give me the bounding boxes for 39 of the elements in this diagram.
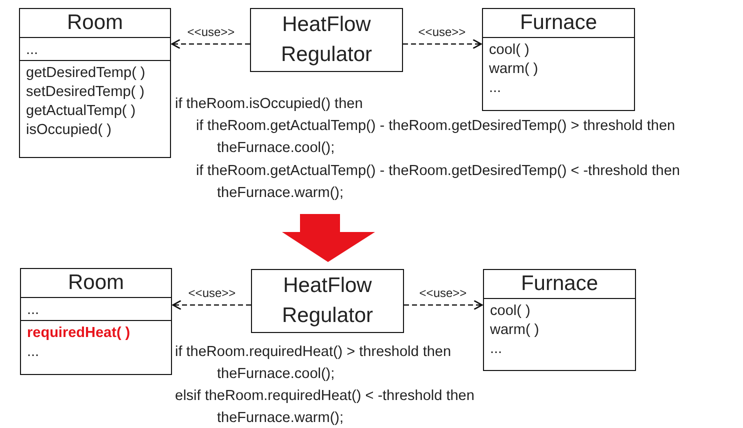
class-name: Furnace — [518, 10, 598, 36]
class-name: HeatFlow Regulator — [280, 12, 374, 68]
class-name: Room — [66, 270, 126, 296]
class-box — [250, 8, 403, 72]
highlighted-method: requiredHeat( ) — [26, 324, 132, 343]
class-name: HeatFlow Regulator — [280, 273, 374, 329]
class-member: ... — [488, 79, 502, 98]
class-member: cool( ) — [488, 41, 530, 60]
dependency-arrow — [403, 38, 482, 50]
code-line: if theRoom.isOccupied() then — [175, 95, 363, 113]
code-line: theFurnace.cool(); — [217, 139, 335, 157]
class-name: Room — [66, 10, 124, 36]
code-line: if theRoom.requiredHeat() > threshold then — [175, 343, 452, 361]
code-line: theFurnace.warm(); — [217, 409, 344, 427]
class-member: ... — [489, 340, 504, 359]
class-member: cool( ) — [489, 302, 532, 321]
class-member: ... — [26, 301, 40, 320]
class-member: getDesiredTemp( ) — [25, 64, 146, 83]
class-member: warm( ) — [489, 321, 540, 340]
class-box — [482, 8, 635, 111]
class-box — [483, 269, 636, 371]
code-line: if theRoom.getActualTemp() - theRoom.getDesiredTemp() < -threshold then — [196, 162, 680, 180]
class-box — [251, 269, 404, 333]
class-name: Furnace — [520, 271, 600, 297]
code-line: theFurnace.cool(); — [217, 365, 335, 383]
class-member: getActualTemp( ) — [25, 102, 137, 121]
class-member: ... — [26, 343, 40, 362]
class-member: ... — [25, 41, 40, 60]
dependency-arrow — [172, 300, 251, 310]
class-member: isOccupied( ) — [25, 121, 112, 140]
class-box — [19, 8, 171, 158]
class-box — [20, 268, 172, 375]
code-line: elsif theRoom.requiredHeat() < -threshold then — [175, 387, 474, 405]
code-line: if theRoom.getActualTemp() - theRoom.getDesiredTemp() > threshold then — [196, 117, 676, 135]
dependency-arrow — [171, 38, 250, 50]
class-member: warm( ) — [488, 60, 540, 79]
class-member: setDesiredTemp( ) — [25, 83, 146, 102]
code-line: theFurnace.warm(); — [217, 184, 344, 202]
dependency-arrow — [404, 300, 483, 310]
